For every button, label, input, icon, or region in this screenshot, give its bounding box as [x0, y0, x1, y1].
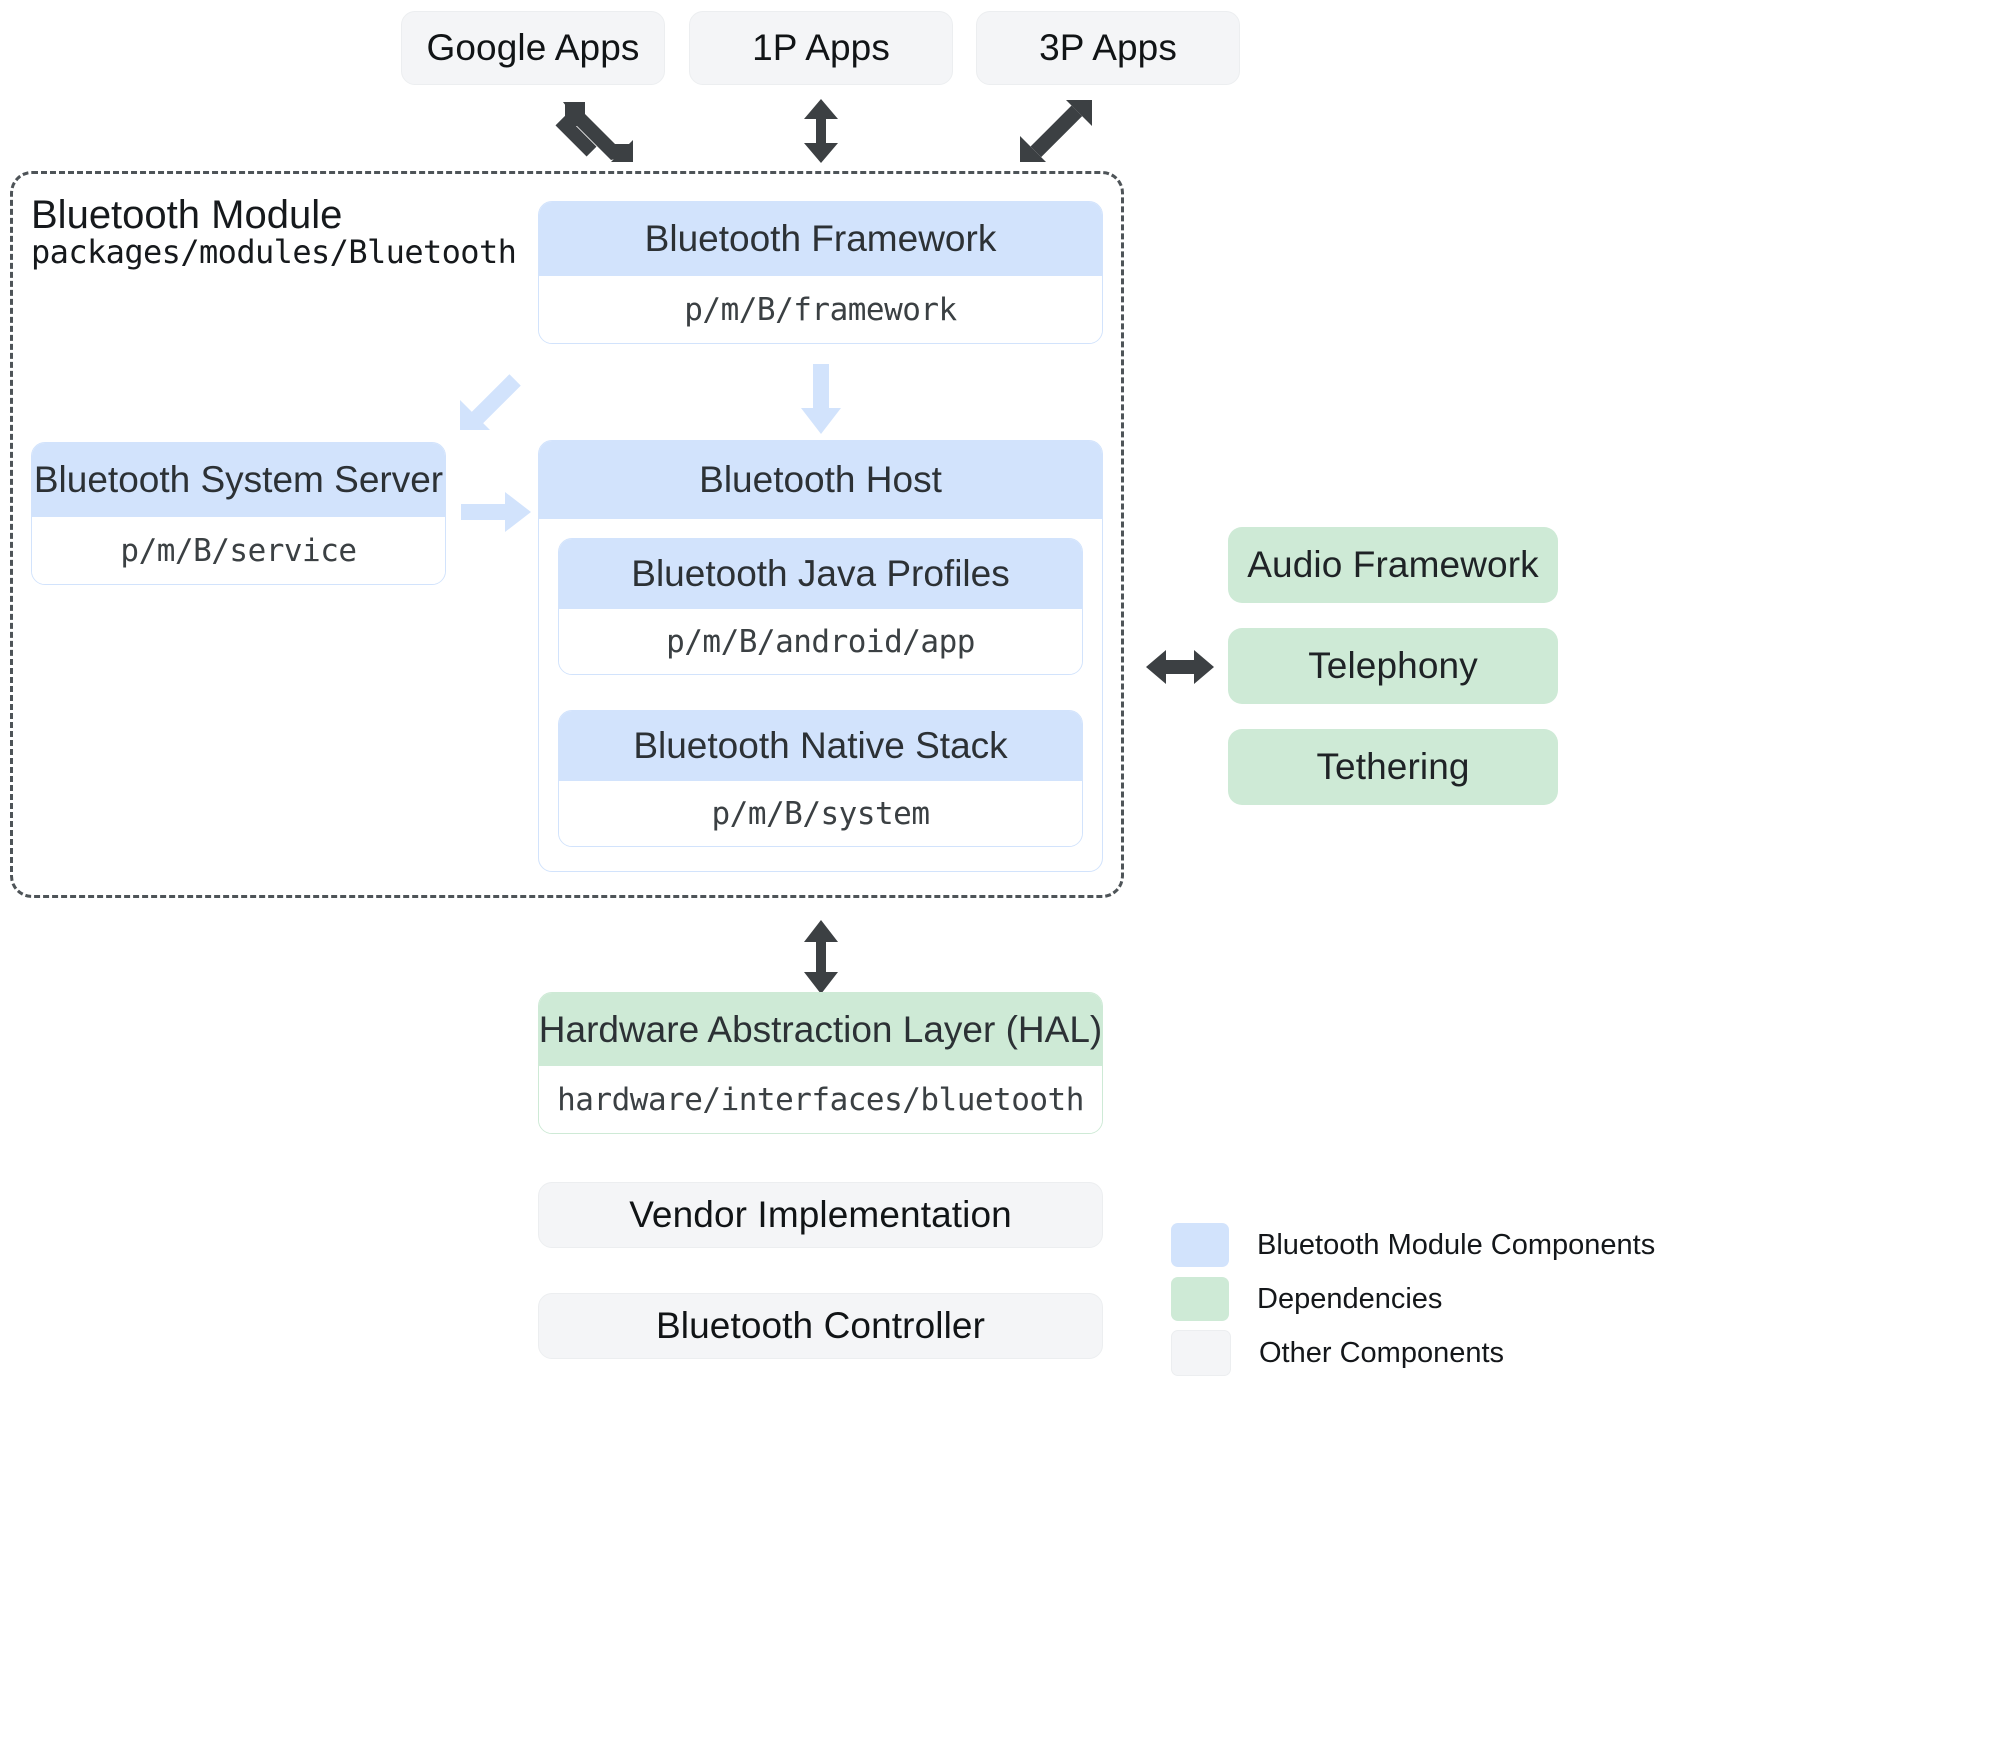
hal-label: Hardware Abstraction Layer (HAL): [539, 993, 1102, 1066]
legend-item-module-components: Bluetooth Module Components: [1171, 1219, 1655, 1271]
hal-path: hardware/interfaces/bluetooth: [539, 1066, 1102, 1133]
legend-swatch-blue: [1171, 1223, 1229, 1267]
legend-label: Bluetooth Module Components: [1257, 1228, 1656, 1261]
app-box-3p-apps[interactable]: 3P Apps: [976, 11, 1240, 85]
bluetooth-controller-label: Bluetooth Controller: [655, 1305, 986, 1346]
dependency-box-telephony[interactable]: Telephony: [1228, 628, 1558, 704]
arrow-framework-to-host: [801, 364, 841, 434]
vendor-implementation-box[interactable]: Vendor Implementation: [538, 1182, 1103, 1248]
arrow-3p-apps-to-module: [1020, 100, 1092, 162]
vendor-implementation-label: Vendor Implementation: [629, 1194, 1012, 1235]
arrow-module-to-hal: [804, 920, 838, 994]
bluetooth-java-profiles-path: p/m/B/android/app: [559, 609, 1082, 674]
bluetooth-system-server-path: p/m/B/service: [32, 517, 445, 584]
dependency-box-tethering[interactable]: Tethering: [1228, 729, 1558, 805]
bluetooth-controller-box[interactable]: Bluetooth Controller: [538, 1293, 1103, 1359]
bluetooth-system-server-label: Bluetooth System Server: [32, 443, 445, 517]
arrow-1p-apps-to-module: [804, 99, 838, 163]
bluetooth-module-container: [10, 171, 1124, 898]
module-title: Bluetooth Module: [31, 193, 343, 237]
dependency-box-audio-framework[interactable]: Audio Framework: [1228, 527, 1558, 603]
legend-swatch-green: [1171, 1277, 1229, 1321]
bluetooth-framework-label: Bluetooth Framework: [539, 202, 1102, 276]
arrow-system-server-to-host: [461, 492, 531, 532]
arrow-host-to-dependencies: [1146, 650, 1214, 684]
bluetooth-java-profiles-card[interactable]: Bluetooth Java Profiles p/m/B/android/ap…: [558, 538, 1083, 675]
bluetooth-native-stack-card[interactable]: Bluetooth Native Stack p/m/B/system: [558, 710, 1083, 847]
app-box-google-apps[interactable]: Google Apps: [401, 11, 665, 85]
arrow-google-apps-to-module: [555, 102, 633, 162]
bluetooth-native-stack-label: Bluetooth Native Stack: [559, 711, 1082, 781]
legend: Bluetooth Module Components Dependencies…: [1171, 1219, 1655, 1381]
bluetooth-framework-path: p/m/B/framework: [539, 276, 1102, 343]
app-box-label: 3P Apps: [1039, 27, 1177, 68]
bluetooth-system-server-card[interactable]: Bluetooth System Server p/m/B/service: [31, 442, 446, 585]
legend-label: Dependencies: [1257, 1282, 1443, 1315]
dependency-label: Audio Framework: [1247, 544, 1539, 585]
hal-card[interactable]: Hardware Abstraction Layer (HAL) hardwar…: [538, 992, 1103, 1134]
legend-item-dependencies: Dependencies: [1171, 1273, 1655, 1325]
arrow-framework-to-system-server: [460, 374, 521, 430]
bluetooth-framework-card[interactable]: Bluetooth Framework p/m/B/framework: [538, 201, 1103, 344]
bluetooth-native-stack-path: p/m/B/system: [559, 781, 1082, 846]
legend-label: Other Components: [1259, 1336, 1505, 1369]
dependency-label: Tethering: [1316, 746, 1470, 787]
module-path: packages/modules/Bluetooth: [31, 233, 517, 271]
dependency-label: Telephony: [1308, 645, 1478, 686]
app-box-label: Google Apps: [426, 27, 640, 68]
legend-swatch-grey: [1171, 1330, 1231, 1376]
app-box-1p-apps[interactable]: 1P Apps: [689, 11, 953, 85]
bluetooth-host-label: Bluetooth Host: [539, 441, 1102, 519]
legend-item-other-components: Other Components: [1171, 1327, 1655, 1379]
bluetooth-java-profiles-label: Bluetooth Java Profiles: [559, 539, 1082, 609]
app-box-label: 1P Apps: [752, 27, 890, 68]
